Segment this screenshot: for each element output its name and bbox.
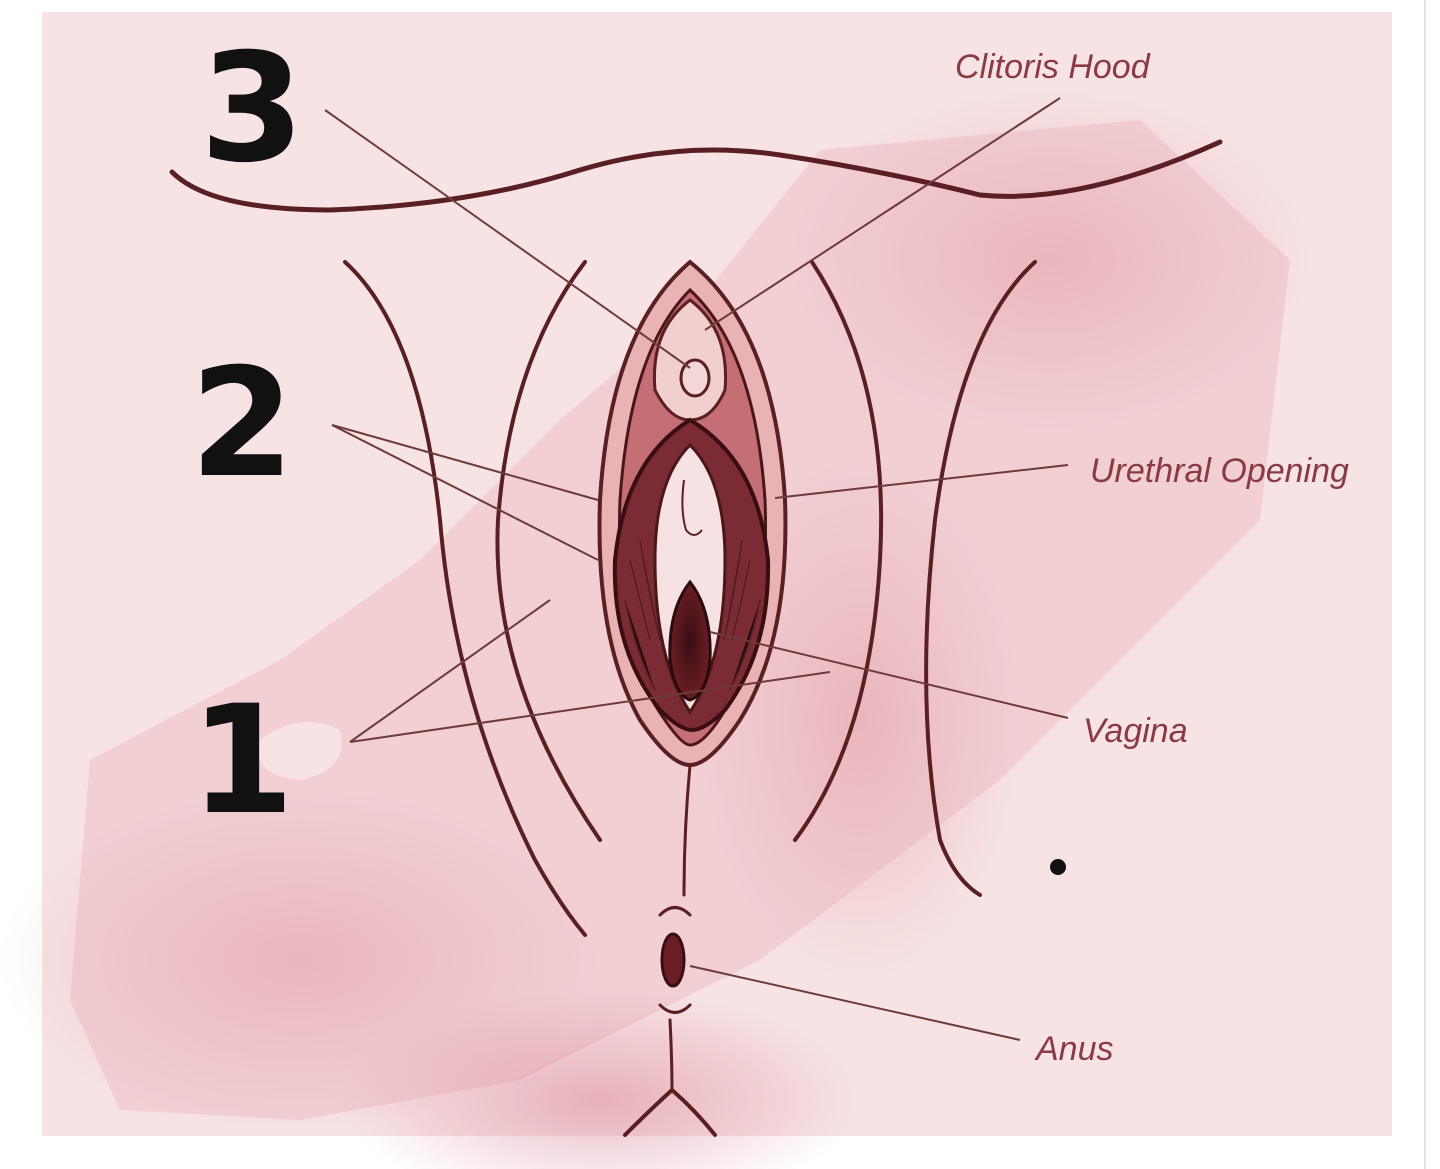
handwritten-number-3: 3 bbox=[200, 22, 304, 196]
vulva-illustration bbox=[597, 259, 788, 768]
anus-mark bbox=[660, 932, 686, 988]
marker-dot bbox=[1050, 859, 1066, 875]
leader-lines bbox=[324, 97, 1069, 1041]
label-urethral-opening: Urethral Opening bbox=[1090, 452, 1349, 490]
label-anus: Anus bbox=[1034, 1030, 1114, 1068]
thigh-contours bbox=[343, 260, 1037, 937]
upper-contour-line bbox=[169, 139, 1223, 213]
handwritten-number-2: 2 bbox=[190, 337, 294, 511]
handwritten-number-1: 1 bbox=[190, 674, 294, 848]
label-vagina: Vagina bbox=[1083, 712, 1188, 750]
label-clitoris-hood: Clitoris Hood bbox=[955, 48, 1151, 86]
perineum-and-anus bbox=[623, 763, 717, 1137]
